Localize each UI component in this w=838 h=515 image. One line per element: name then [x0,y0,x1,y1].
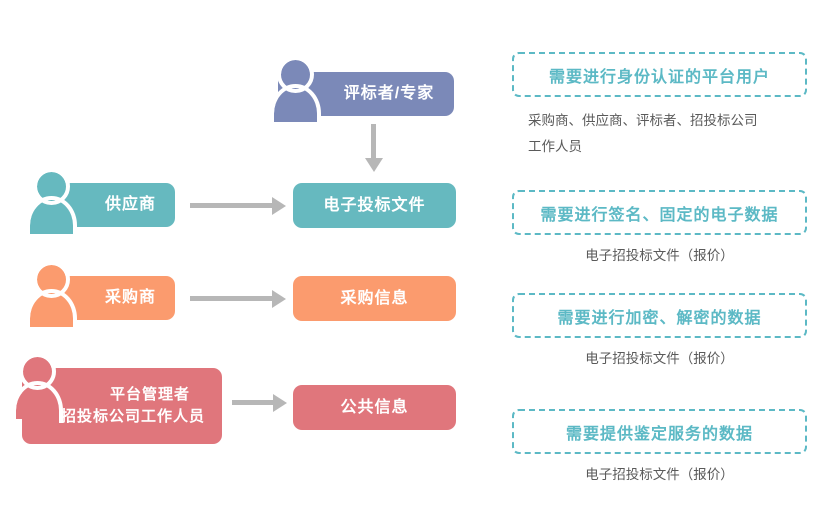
requirement-box-encrypt-decrypt[interactable]: 需要进行加密、解密的数据 [512,293,807,338]
actor-label-expert: 评标者/专家 [343,85,435,103]
requirement-caption-identity-auth: 采购商、供应商、评标者、招投标公司 工作人员 [528,108,818,160]
caption-line: 电子招投标文件（报价） [585,248,734,263]
requirement-caption-forensics-service: 电子招投标文件（报价） [512,462,807,488]
actor-pill-admin[interactable]: 平台管理者 招投标公司工作人员 [22,368,222,444]
actor-pill-expert[interactable]: 评标者/专家 [278,72,454,116]
requirement-title-encrypt-decrypt: 需要进行加密、解密的数据 [557,309,762,327]
requirement-caption-encrypt-decrypt: 电子招投标文件（报价） [512,346,807,372]
object-pill-purchase-info[interactable]: 采购信息 [293,276,456,321]
actor-label-purchaser: 采购商 [104,289,156,307]
caption-line: 工作人员 [528,139,582,154]
actor-label-admin-primary: 平台管理者 [109,386,190,404]
object-pill-public-info[interactable]: 公共信息 [293,385,456,430]
actor-pill-purchaser[interactable]: 采购商 [40,276,175,320]
requirement-caption-signature-fix: 电子招投标文件（报价） [512,243,807,269]
actor-label-supplier: 供应商 [104,196,156,214]
object-pill-bid-file[interactable]: 电子投标文件 [293,183,456,228]
caption-line: 采购商、供应商、评标者、招投标公司 [528,113,758,128]
caption-line: 电子招投标文件（报价） [585,467,734,482]
arrow-supplier-to-bid-file [190,196,286,215]
arrow-purchaser-to-purchase-info [190,289,286,308]
requirement-title-signature-fix: 需要进行签名、固定的电子数据 [540,206,779,224]
actor-pill-supplier[interactable]: 供应商 [40,183,175,227]
actor-label-admin-secondary: 招投标公司工作人员 [60,408,205,425]
arrow-admin-to-public-info [232,393,287,412]
requirement-title-forensics-service: 需要提供鉴定服务的数据 [565,425,753,443]
requirement-box-signature-fix[interactable]: 需要进行签名、固定的电子数据 [512,190,807,235]
caption-line: 电子招投标文件（报价） [585,351,734,366]
requirement-title-identity-auth: 需要进行身份认证的平台用户 [548,68,770,86]
object-label-public-info: 公共信息 [340,398,409,416]
requirement-box-identity-auth[interactable]: 需要进行身份认证的平台用户 [512,52,807,97]
object-label-bid-file: 电子投标文件 [323,196,426,214]
arrow-expert-to-bid-file [365,124,383,172]
requirement-box-forensics-service[interactable]: 需要提供鉴定服务的数据 [512,409,807,454]
object-label-purchase-info: 采购信息 [340,289,409,307]
